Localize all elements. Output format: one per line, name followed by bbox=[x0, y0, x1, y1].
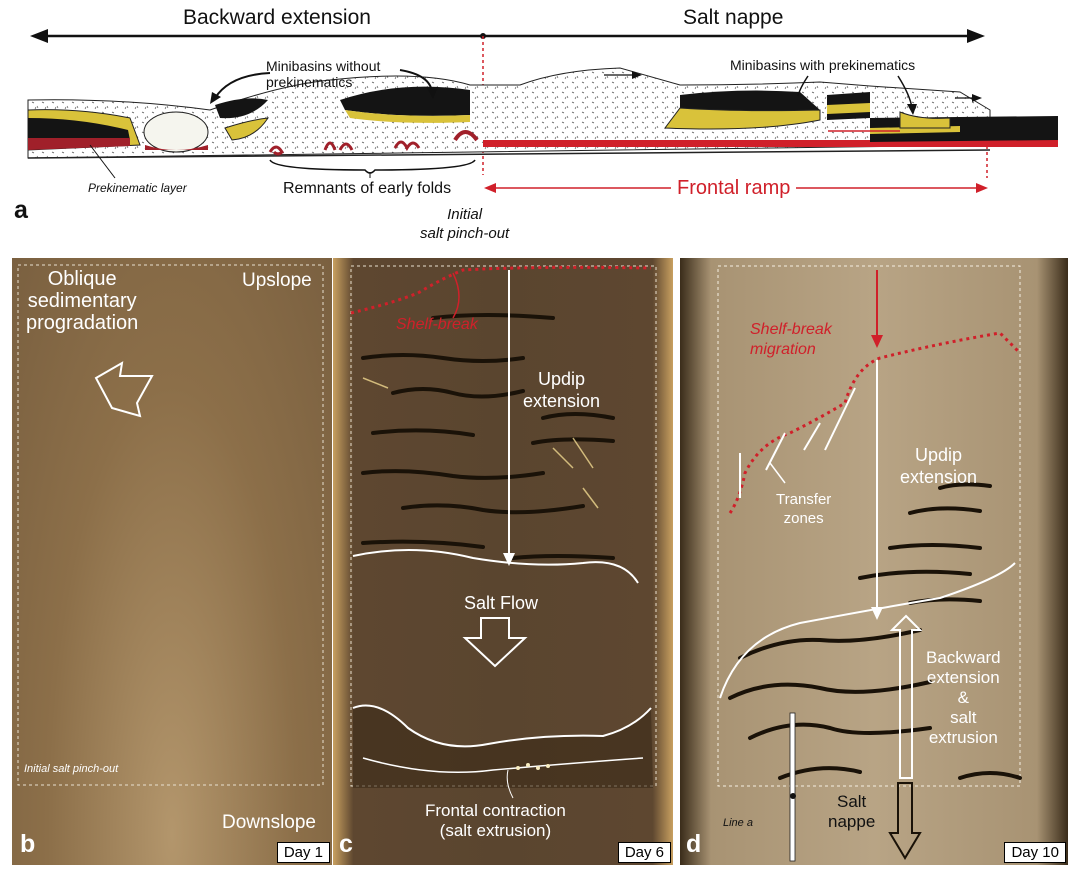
panel-a-letter: a bbox=[14, 196, 28, 224]
shelf-break-label: Shelf-break bbox=[396, 316, 478, 333]
panel-a-drawing bbox=[27, 29, 1058, 193]
panel-a: Backward extension Salt nappe Minibasins… bbox=[0, 0, 1080, 250]
remnants-label: Remnants of early folds bbox=[283, 180, 452, 197]
panel-d-letter: d bbox=[686, 830, 702, 858]
updip-extension-d-label: Updip extension bbox=[900, 445, 978, 487]
minibasins-without-label: Minibasins without prekinematics bbox=[266, 58, 381, 90]
upslope-label: Upslope bbox=[242, 270, 312, 291]
panel-c: Shelf-break Updip extension Salt Flow Fr… bbox=[333, 258, 673, 865]
transfer-zones-label: Transfer zones bbox=[776, 491, 832, 527]
salt-flow-label: Salt Flow bbox=[464, 593, 539, 613]
panel-b-letter: b bbox=[20, 830, 36, 858]
panel-d: Shelf-break migration Transfer zones Upd… bbox=[680, 258, 1068, 865]
day-10-badge: Day 10 bbox=[1004, 842, 1066, 863]
frontal-contraction-label: Frontal contraction (salt extrusion) bbox=[425, 801, 566, 840]
panel-c-letter: c bbox=[339, 830, 353, 858]
backward-extension-label: Backward extension bbox=[183, 6, 371, 29]
panel-c-drawing bbox=[350, 265, 657, 799]
salt-nappe-d-label: Salt nappe bbox=[828, 792, 876, 831]
pinchout-label: Initial salt pinch-out bbox=[24, 763, 119, 775]
shelf-break-migration-label: Shelf-break migration bbox=[750, 321, 832, 358]
panel-b-drawing bbox=[17, 264, 324, 786]
prekinematic-layer-label: Prekinematic layer bbox=[88, 181, 187, 195]
line-a-label: Line a bbox=[723, 817, 753, 829]
salt-nappe-label: Salt nappe bbox=[683, 6, 784, 29]
initial-pinchout-label: Initial salt pinch-out bbox=[420, 206, 510, 242]
oblique-label: Oblique sedimentary progradation bbox=[26, 268, 139, 334]
day-1-badge: Day 1 bbox=[276, 842, 330, 863]
panel-d-drawing bbox=[717, 265, 1022, 862]
panel-b: Oblique sedimentary progradation Upslope… bbox=[12, 258, 332, 865]
backward-extrusion-label: Backward extension & salt extrusion bbox=[926, 648, 1001, 747]
day-6-badge: Day 6 bbox=[617, 842, 671, 863]
updip-extension-label: Updip extension bbox=[523, 369, 601, 411]
minibasins-with-label: Minibasins with prekinematics bbox=[730, 57, 916, 73]
downslope-label: Downslope bbox=[222, 812, 316, 833]
frontal-ramp-label: Frontal ramp bbox=[671, 177, 797, 200]
